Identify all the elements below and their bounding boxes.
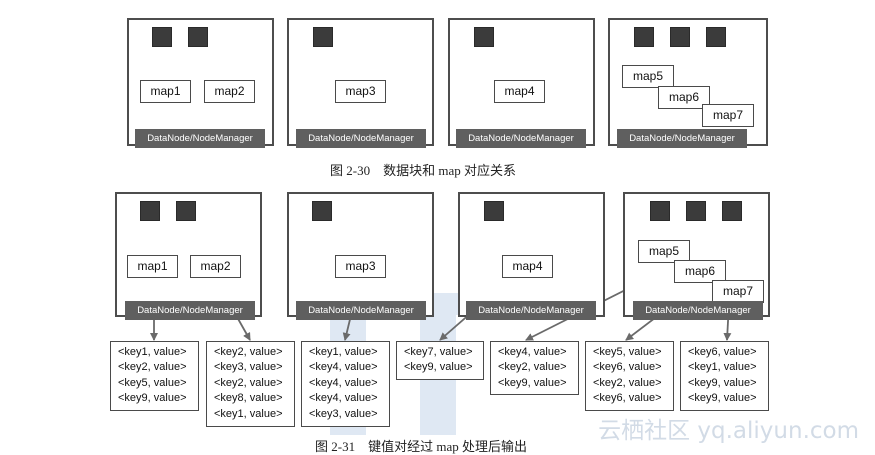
fig2-datanode-label: DataNode/NodeManager: [296, 301, 426, 320]
fig2-map-box: map1: [127, 255, 178, 278]
kv-pair: <key9, value>: [498, 376, 567, 389]
fig2-map-box: map5: [638, 240, 690, 263]
fig2-node-2: [287, 192, 434, 317]
kv-pair: <key1, value>: [309, 346, 378, 358]
fig1-data-block: [152, 27, 172, 47]
fig2-map-box: map3: [335, 255, 386, 278]
kv-pair: <key2, value>: [498, 361, 567, 374]
fig1-data-block: [706, 27, 726, 47]
kv-pair: <key9, value>: [688, 376, 757, 389]
kv-pair: <key4, value>: [309, 392, 378, 405]
fig1-data-block: [634, 27, 654, 47]
kv-pair: <key5, value>: [118, 376, 187, 389]
figure-1-caption: 图 2-30 数据块和 map 对应关系: [330, 163, 516, 178]
fig1-map-box: map6: [658, 86, 710, 109]
kv-output-list: <key1, value> <key2, value> <key5, value…: [110, 341, 199, 411]
kv-output-list: <key1, value> <key4, value> <key4, value…: [301, 341, 390, 427]
fig1-map-box: map3: [335, 80, 386, 103]
kv-pair: <key4, value>: [309, 361, 378, 374]
fig1-data-block: [313, 27, 333, 47]
kv-pair: <key9, value>: [118, 392, 187, 405]
kv-pair: <key2, value>: [118, 361, 187, 374]
kv-pair: <key7, value>: [404, 346, 473, 358]
fig1-map-box: map4: [494, 80, 545, 103]
kv-pair: <key9, value>: [404, 361, 473, 374]
kv-pair: <key1, value>: [118, 346, 187, 358]
fig2-map-box: map2: [190, 255, 241, 278]
fig1-data-block: [188, 27, 208, 47]
fig1-datanode-label: DataNode/NodeManager: [135, 129, 265, 148]
fig1-map-box: map7: [702, 104, 754, 127]
kv-output-list: <key7, value> <key9, value>: [396, 341, 484, 380]
kv-pair: <key2, value>: [214, 376, 283, 389]
fig2-data-block: [650, 201, 670, 221]
fig1-map-box: map1: [140, 80, 191, 103]
fig2-datanode-label: DataNode/NodeManager: [466, 301, 596, 320]
kv-pair: <key3, value>: [214, 361, 283, 374]
fig2-datanode-label: DataNode/NodeManager: [125, 301, 255, 320]
fig1-datanode-label: DataNode/NodeManager: [296, 129, 426, 148]
fig2-map-box: map7: [712, 280, 764, 303]
watermark-text: 云栖社区 yq.aliyun.com: [598, 418, 859, 444]
kv-pair: <key8, value>: [214, 392, 283, 405]
fig2-data-block: [140, 201, 160, 221]
fig1-datanode-label: DataNode/NodeManager: [456, 129, 586, 148]
kv-pair: <key6, value>: [593, 392, 662, 405]
fig2-data-block: [312, 201, 332, 221]
kv-output-list: <key2, value> <key3, value> <key2, value…: [206, 341, 295, 427]
figure-2-caption: 图 2-31 键值对经过 map 处理后输出: [315, 439, 527, 454]
fig2-data-block: [176, 201, 196, 221]
kv-output-list: <key6, value> <key1, value> <key9, value…: [680, 341, 769, 411]
fig1-data-block: [474, 27, 494, 47]
kv-pair: <key2, value>: [214, 346, 283, 358]
kv-output-list: <key4, value> <key2, value> <key9, value…: [490, 341, 579, 395]
kv-pair: <key6, value>: [593, 361, 662, 374]
kv-pair: <key1, value>: [214, 407, 283, 420]
kv-output-list: <key5, value> <key6, value> <key2, value…: [585, 341, 674, 411]
fig2-data-block: [484, 201, 504, 221]
fig2-map-box: map6: [674, 260, 726, 283]
fig1-datanode-label: DataNode/NodeManager: [617, 129, 747, 148]
kv-pair: <key3, value>: [309, 407, 378, 420]
fig1-data-block: [670, 27, 690, 47]
fig2-map-box: map4: [502, 255, 553, 278]
fig1-map-box: map5: [622, 65, 674, 88]
kv-pair: <key4, value>: [498, 346, 567, 358]
fig2-datanode-label: DataNode/NodeManager: [633, 301, 763, 320]
kv-pair: <key2, value>: [593, 376, 662, 389]
kv-pair: <key1, value>: [688, 361, 757, 374]
fig2-data-block: [722, 201, 742, 221]
fig2-data-block: [686, 201, 706, 221]
kv-pair: <key9, value>: [688, 392, 757, 405]
kv-pair: <key5, value>: [593, 346, 662, 358]
kv-pair: <key6, value>: [688, 346, 757, 358]
kv-pair: <key4, value>: [309, 376, 378, 389]
fig2-node-3: [458, 192, 605, 317]
fig1-map-box: map2: [204, 80, 255, 103]
